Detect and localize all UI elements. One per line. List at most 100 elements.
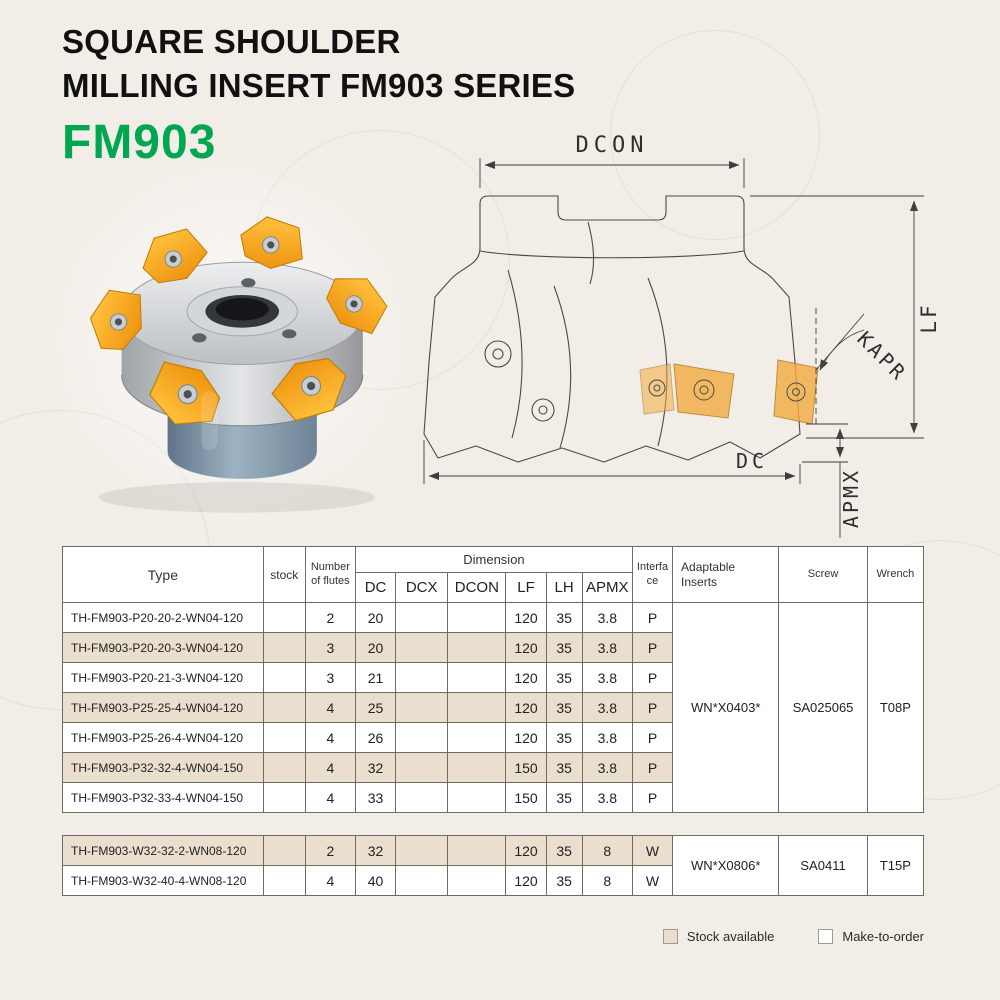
apmx-cell: 8 — [581, 865, 633, 896]
type-cell: TH-FM903-W32-32-2-WN08-120 — [62, 835, 264, 866]
insert-screws — [648, 379, 806, 402]
stock-cell — [262, 835, 306, 866]
dcon-label: DCON — [576, 133, 649, 158]
screw-cell: SA025065 — [778, 602, 868, 813]
interface-cell: W — [631, 835, 674, 866]
col-header-lf: LF — [505, 572, 547, 603]
adaptable-inserts-cell: WN*X0403* — [672, 602, 780, 813]
flutes-cell: 4 — [304, 692, 356, 723]
col-header-interface-line1: Interfa — [636, 561, 669, 574]
col-header-flutes: Number of flutes — [304, 546, 356, 603]
lf-cell: 150 — [505, 752, 547, 783]
wrench-cell: T15P — [866, 835, 925, 896]
dimension-labels: DCON LF KAPR DC APMX — [576, 133, 941, 528]
dc-cell: 40 — [354, 865, 397, 896]
lh-cell: 35 — [545, 602, 583, 633]
flutes-cell: 4 — [304, 782, 356, 813]
dc-cell: 20 — [354, 632, 397, 663]
lf-label: LF — [917, 302, 941, 333]
lf-cell: 120 — [505, 602, 547, 633]
kapr-label: KAPR — [852, 327, 912, 387]
spec-tables: Type stock Number of flutes Dimension In… — [62, 546, 925, 896]
spec-table-main: Type stock Number of flutes Dimension In… — [62, 546, 925, 813]
dc-label: DC — [736, 449, 768, 473]
col-header-screw: Screw — [778, 546, 868, 603]
dcon-cell — [447, 632, 507, 663]
legend-stock-available: Stock available — [662, 929, 774, 944]
lf-cell: 120 — [505, 692, 547, 723]
dc-cell: 20 — [354, 602, 397, 633]
flutes-cell: 4 — [304, 722, 356, 753]
dcx-cell — [395, 835, 449, 866]
stock-cell — [262, 692, 306, 723]
page-title-line1: SQUARE SHOULDER — [62, 23, 401, 60]
legend-make-to-order: Make-to-order — [818, 929, 924, 944]
apmx-cell: 3.8 — [581, 662, 633, 693]
interface-cell: P — [631, 692, 674, 723]
flutes-cell: 2 — [304, 602, 356, 633]
type-cell: TH-FM903-P20-20-3-WN04-120 — [62, 632, 264, 663]
interface-cell: W — [631, 865, 674, 896]
interface-cell: P — [631, 602, 674, 633]
apmx-cell: 3.8 — [581, 602, 633, 633]
col-header-dc: DC — [354, 572, 397, 603]
photo-shadow — [99, 482, 376, 513]
page-title: SQUARE SHOULDER MILLING INSERT FM903 SER… — [62, 20, 575, 107]
apmx-label: APMX — [839, 468, 863, 528]
decorative-circle — [610, 30, 820, 240]
type-cell: TH-FM903-P20-21-3-WN04-120 — [62, 662, 264, 693]
lh-cell: 35 — [545, 722, 583, 753]
dcx-cell — [395, 662, 449, 693]
interface-cell: P — [631, 662, 674, 693]
stock-cell — [262, 865, 306, 896]
dcon-cell — [447, 602, 507, 633]
order-chip — [818, 929, 834, 944]
apmx-cell: 3.8 — [581, 782, 633, 813]
apmx-cell: 3.8 — [581, 722, 633, 753]
dcx-cell — [395, 752, 449, 783]
col-header-lh: LH — [545, 572, 583, 603]
type-cell: TH-FM903-W32-40-4-WN08-120 — [62, 865, 264, 896]
apmx-cell: 3.8 — [581, 632, 633, 663]
apmx-cell: 8 — [581, 835, 633, 866]
lh-cell: 35 — [545, 835, 583, 866]
dcx-cell — [395, 602, 449, 633]
col-header-flutes-line2: of flutes — [311, 574, 350, 587]
lh-cell: 35 — [545, 662, 583, 693]
order-label: Make-to-order — [842, 929, 924, 944]
flutes-cell: 3 — [304, 662, 356, 693]
flutes-cell: 4 — [304, 752, 356, 783]
apmx-cell: 3.8 — [581, 692, 633, 723]
lh-cell: 35 — [545, 752, 583, 783]
page-title-line2: MILLING INSERT FM903 SERIES — [62, 66, 576, 104]
stock-cell — [262, 752, 306, 783]
lh-cell: 35 — [545, 865, 583, 896]
lh-cell: 35 — [545, 692, 583, 723]
series-name: FM903 — [62, 116, 217, 170]
col-header-dimension: Dimension — [354, 546, 633, 573]
drawing-inserts — [639, 359, 819, 425]
stock-chip — [662, 929, 678, 944]
col-header-adaptable-inserts: Adaptable Inserts — [672, 546, 780, 603]
header: SQUARE SHOULDER MILLING INSERT FM903 SER… — [62, 20, 575, 170]
col-header-type: Type — [62, 546, 264, 603]
wrench-cell: T08P — [866, 602, 925, 813]
col-header-adaptable-line1: Adaptable — [681, 559, 736, 574]
type-cell: TH-FM903-P25-25-4-WN04-120 — [62, 692, 264, 723]
col-header-interface: Interfa ce — [631, 546, 674, 603]
lh-cell: 35 — [545, 782, 583, 813]
dc-cell: 26 — [354, 722, 397, 753]
stock-legend: Stock available Make-to-order — [62, 929, 924, 944]
interface-cell: P — [631, 722, 674, 753]
mount-hole — [241, 278, 256, 288]
dcon-cell — [447, 752, 507, 783]
dcx-cell — [395, 782, 449, 813]
interface-cell: P — [631, 632, 674, 663]
